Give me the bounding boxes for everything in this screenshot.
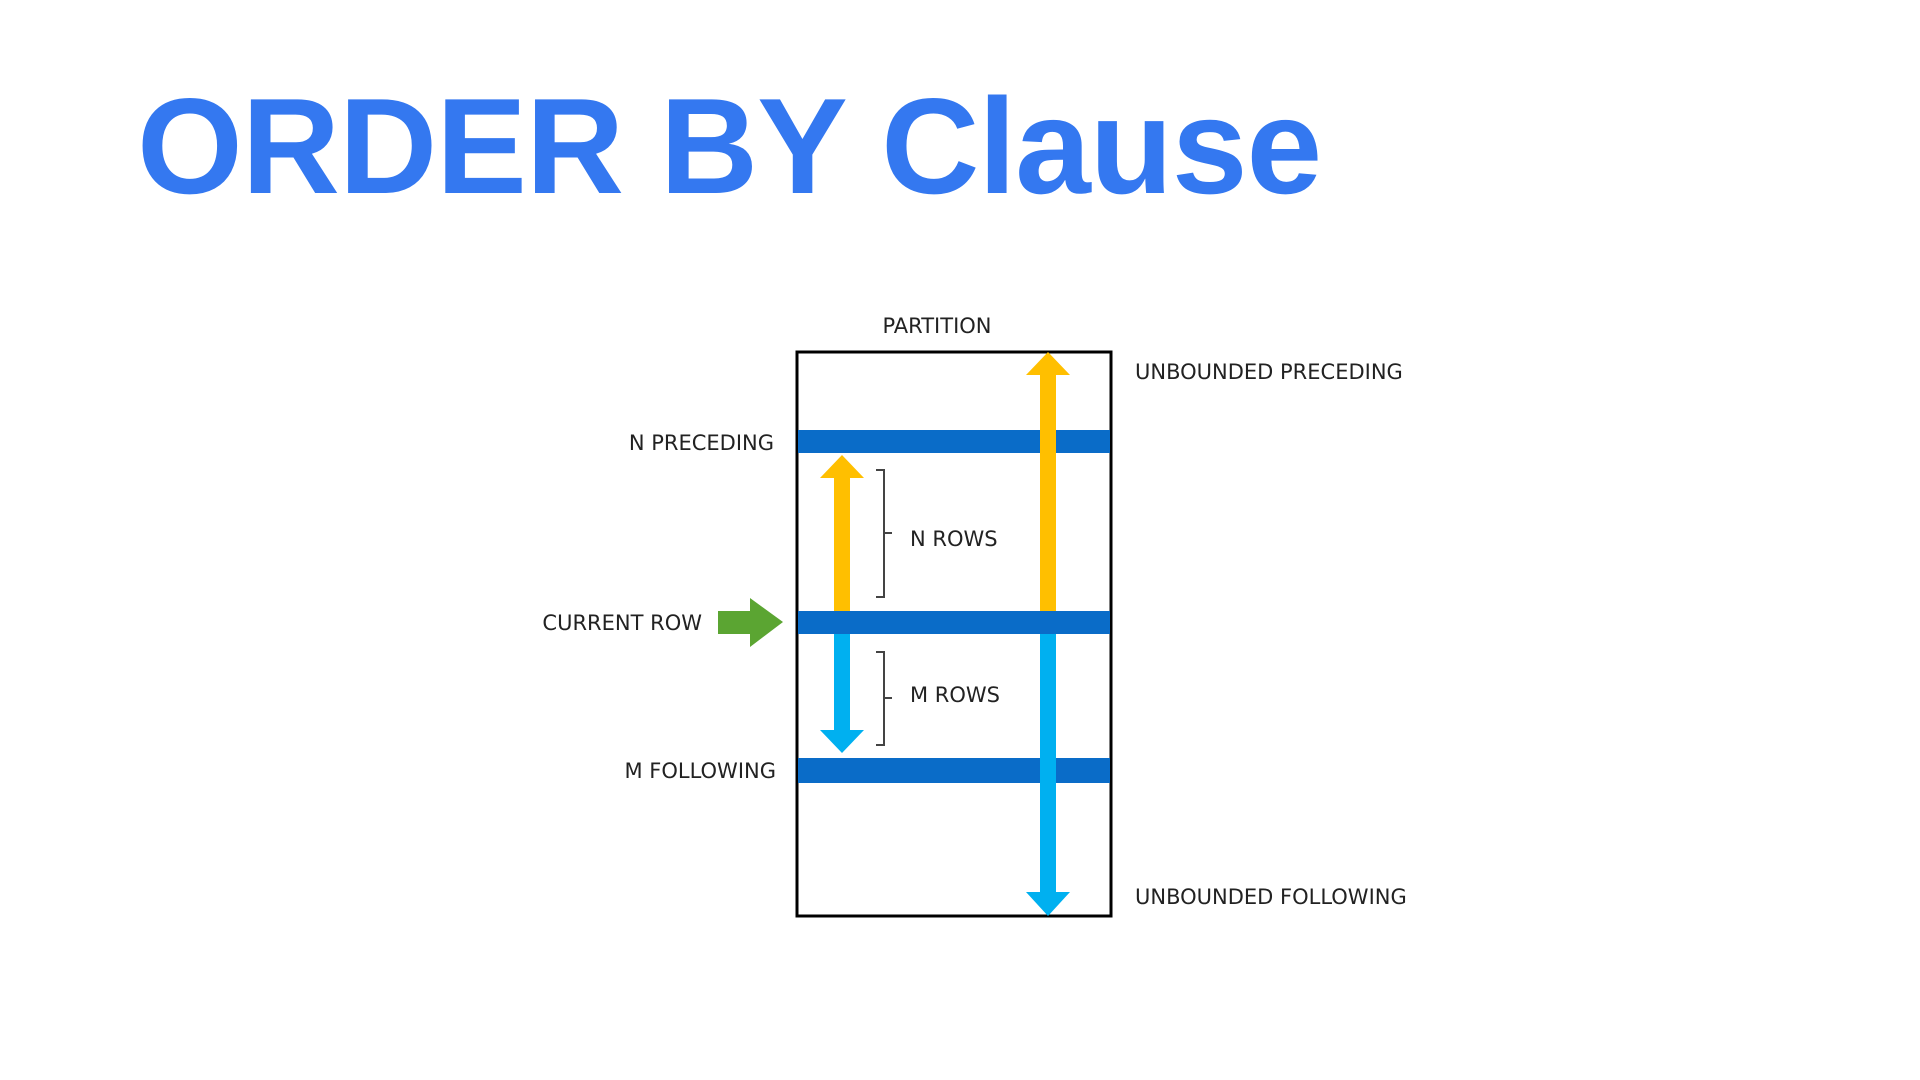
m-following-row-band bbox=[798, 758, 1110, 783]
n-rows-arrow bbox=[820, 455, 864, 611]
current-row-label: CURRENT ROW bbox=[542, 611, 702, 635]
current-row-pointer-arrow bbox=[718, 598, 783, 647]
n-rows-label: N ROWS bbox=[910, 527, 998, 551]
unbounded-following-label: UNBOUNDED FOLLOWING bbox=[1135, 885, 1407, 909]
unbounded-preceding-arrow bbox=[1026, 352, 1070, 611]
slide-title: ORDER BY Clause bbox=[137, 70, 1322, 222]
current-row-band bbox=[798, 611, 1110, 634]
n-rows-bracket bbox=[876, 469, 892, 598]
n-preceding-label: N PRECEDING bbox=[629, 431, 774, 455]
m-rows-label: M ROWS bbox=[910, 683, 1000, 707]
m-rows-bracket bbox=[876, 651, 892, 746]
partition-label: PARTITION bbox=[882, 314, 991, 338]
unbounded-preceding-label: UNBOUNDED PRECEDING bbox=[1135, 360, 1403, 384]
unbounded-following-arrow bbox=[1026, 634, 1070, 916]
m-following-label: M FOLLOWING bbox=[624, 759, 776, 783]
n-preceding-row-band bbox=[798, 430, 1110, 453]
m-rows-arrow bbox=[820, 634, 864, 753]
